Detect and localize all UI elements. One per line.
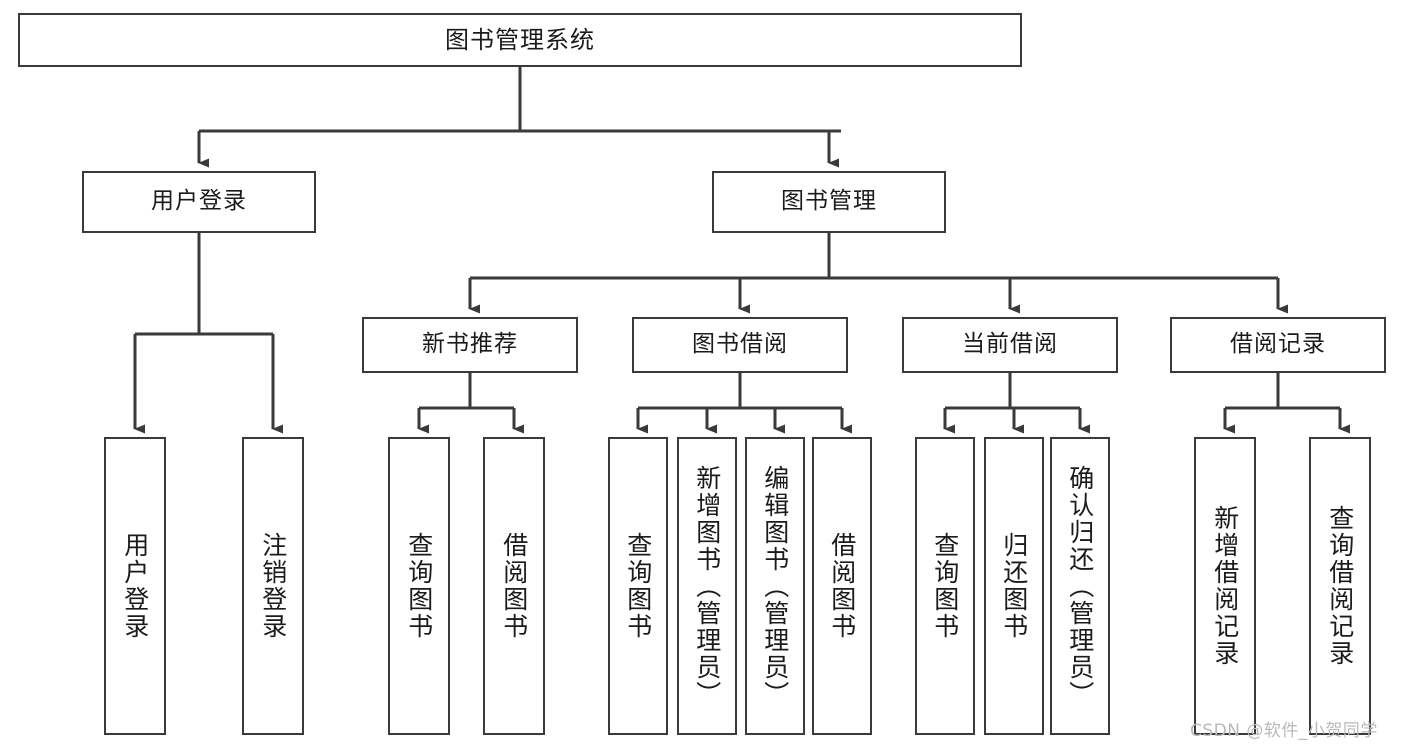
node-book-borrow[interactable]: 图书借阅 xyxy=(632,317,848,373)
node-new-book-rec[interactable]: 新书推荐 xyxy=(362,317,578,373)
node-leaf-add-book-label: 新增图书（管理员） xyxy=(692,464,722,708)
node-leaf-query-book-3[interactable]: 查询图书 xyxy=(915,437,975,735)
node-leaf-query-book-1[interactable]: 查询图书 xyxy=(388,437,450,735)
node-leaf-confirm-return-label: 确认归还（管理员） xyxy=(1065,464,1095,708)
node-book-manage[interactable]: 图书管理 xyxy=(712,171,946,233)
node-current-borrow[interactable]: 当前借阅 xyxy=(902,317,1118,373)
node-book-manage-label: 图书管理 xyxy=(781,188,877,215)
node-leaf-query-record[interactable]: 查询借阅记录 xyxy=(1309,437,1371,735)
node-leaf-logout-label: 注销登录 xyxy=(258,532,288,640)
node-leaf-add-record[interactable]: 新增借阅记录 xyxy=(1194,437,1256,735)
node-book-borrow-label: 图书借阅 xyxy=(692,331,788,358)
node-borrow-record-label: 借阅记录 xyxy=(1230,331,1326,358)
csdn-watermark: CSDN @软件_小贺同学 xyxy=(1190,721,1378,741)
node-leaf-user-login[interactable]: 用户登录 xyxy=(104,437,166,735)
node-leaf-edit-book[interactable]: 编辑图书（管理员） xyxy=(745,437,805,735)
node-leaf-query-book-3-label: 查询图书 xyxy=(930,532,960,640)
node-current-borrow-label: 当前借阅 xyxy=(962,331,1058,358)
node-leaf-borrow-book-2[interactable]: 借阅图书 xyxy=(812,437,872,735)
node-leaf-return-book-label: 归还图书 xyxy=(999,532,1029,640)
node-leaf-confirm-return[interactable]: 确认归还（管理员） xyxy=(1050,437,1110,735)
node-leaf-borrow-book-2-label: 借阅图书 xyxy=(827,532,857,640)
node-user-login-label: 用户登录 xyxy=(151,188,247,215)
node-new-book-rec-label: 新书推荐 xyxy=(422,331,518,358)
node-leaf-query-record-label: 查询借阅记录 xyxy=(1325,505,1355,667)
node-leaf-edit-book-label: 编辑图书（管理员） xyxy=(760,464,790,708)
node-leaf-add-book[interactable]: 新增图书（管理员） xyxy=(677,437,737,735)
node-leaf-borrow-book-1-label: 借阅图书 xyxy=(499,532,529,640)
node-user-login[interactable]: 用户登录 xyxy=(82,171,316,233)
node-leaf-return-book[interactable]: 归还图书 xyxy=(984,437,1044,735)
node-leaf-user-login-label: 用户登录 xyxy=(120,532,150,640)
node-leaf-add-record-label: 新增借阅记录 xyxy=(1210,505,1240,667)
node-leaf-borrow-book-1[interactable]: 借阅图书 xyxy=(483,437,545,735)
node-root-label: 图书管理系统 xyxy=(445,25,595,54)
node-root[interactable]: 图书管理系统 xyxy=(18,13,1022,67)
node-leaf-query-book-1-label: 查询图书 xyxy=(404,532,434,640)
node-leaf-logout[interactable]: 注销登录 xyxy=(242,437,304,735)
node-leaf-query-book-2[interactable]: 查询图书 xyxy=(608,437,668,735)
node-borrow-record[interactable]: 借阅记录 xyxy=(1170,317,1386,373)
node-leaf-query-book-2-label: 查询图书 xyxy=(623,532,653,640)
